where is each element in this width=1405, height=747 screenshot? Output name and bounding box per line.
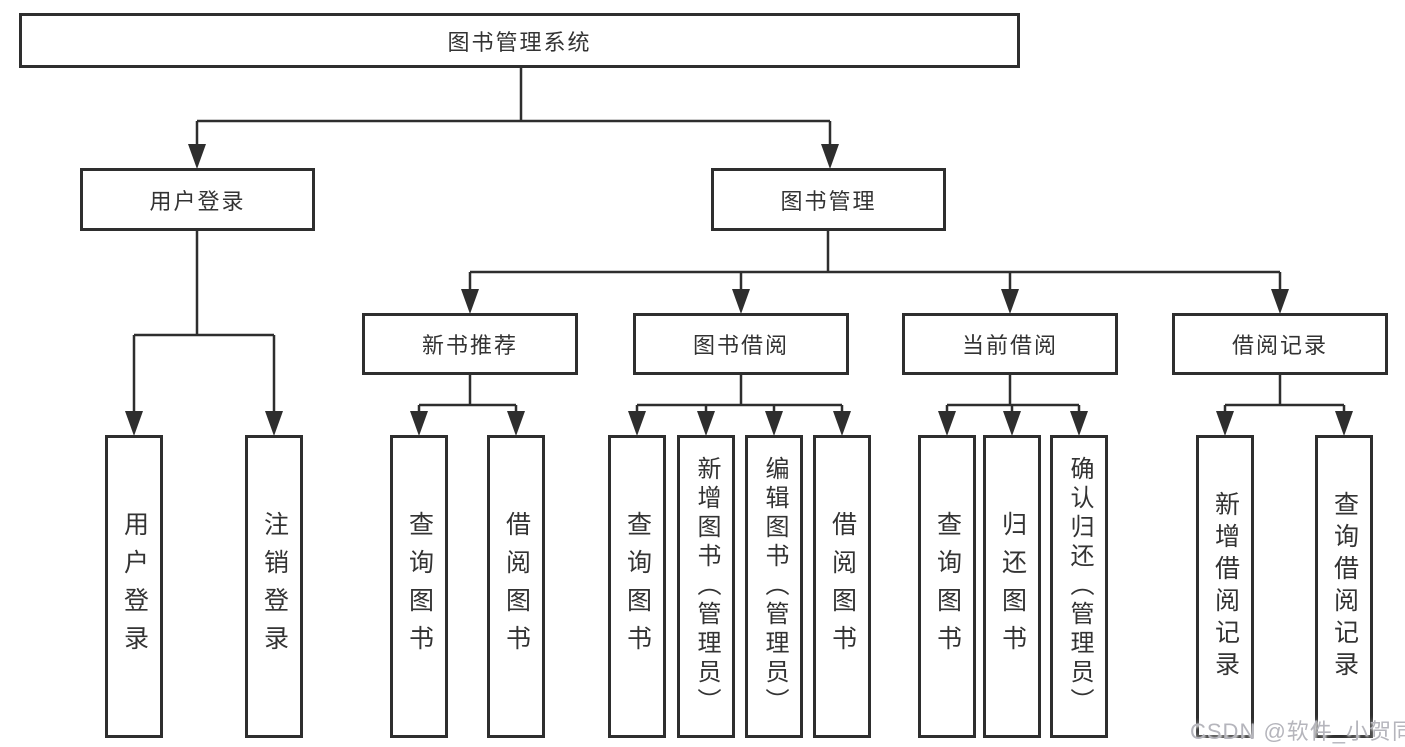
- node-label: 查询借阅记录: [1330, 490, 1359, 683]
- node-label: 编辑图书（管理员）: [761, 456, 788, 717]
- node-leaf-query-books-borrow: 查询图书: [608, 435, 666, 738]
- node-label: 当前借阅: [961, 333, 1058, 358]
- edges-root-to-level2: [188, 67, 839, 169]
- node-borrowing-records: 借阅记录: [1172, 313, 1388, 375]
- node-leaf-logout: 注销登录: [245, 435, 303, 738]
- edges-new-book-children: [410, 375, 525, 436]
- edges-book-borrow-children: [628, 375, 851, 436]
- node-leaf-confirm-return-admin: 确认归还（管理员）: [1050, 435, 1108, 738]
- node-label: 新书推荐: [421, 333, 518, 358]
- node-user-login: 用户登录: [80, 168, 315, 231]
- node-leaf-add-borrow-record: 新增借阅记录: [1196, 435, 1254, 738]
- node-label: 借阅记录: [1231, 333, 1328, 358]
- node-new-book-recommend: 新书推荐: [362, 313, 578, 375]
- node-leaf-user-login: 用户登录: [105, 435, 163, 738]
- edges-user-login-children: [125, 231, 283, 436]
- edges-book-management-children: [461, 231, 1289, 314]
- csdn-watermark: CSDN @软件_小贺同学: [1190, 719, 1405, 744]
- node-label: 新增图书（管理员）: [693, 456, 720, 717]
- node-label: 用户登录: [120, 510, 149, 663]
- node-current-borrowing: 当前借阅: [902, 313, 1118, 375]
- node-label: 新增借阅记录: [1211, 490, 1240, 683]
- edges-current-borrow-children: [938, 375, 1088, 436]
- node-leaf-borrow-books-recommend: 借阅图书: [487, 435, 545, 738]
- node-label: 图书借阅: [692, 333, 789, 358]
- node-leaf-query-books-current: 查询图书: [918, 435, 976, 738]
- node-label: 借阅图书: [828, 510, 857, 663]
- node-label: 注销登录: [260, 510, 289, 663]
- node-label: 确认归还（管理员）: [1066, 456, 1093, 717]
- node-label: 查询图书: [405, 510, 434, 663]
- node-leaf-edit-books-admin: 编辑图书（管理员）: [745, 435, 803, 738]
- node-leaf-query-borrow-record: 查询借阅记录: [1315, 435, 1373, 738]
- node-label: 图书管理: [780, 188, 877, 214]
- node-book-borrowing: 图书借阅: [633, 313, 849, 375]
- node-library-management-system: 图书管理系统: [19, 13, 1020, 68]
- node-label: 查询图书: [933, 510, 962, 663]
- edges-borrow-records-children: [1216, 375, 1353, 436]
- node-label: 用户登录: [149, 188, 246, 214]
- node-leaf-add-books-admin: 新增图书（管理员）: [677, 435, 735, 738]
- node-label: 借阅图书: [502, 510, 531, 663]
- node-book-management: 图书管理: [711, 168, 946, 231]
- node-leaf-query-books-recommend: 查询图书: [390, 435, 448, 738]
- node-label: 图书管理系统: [447, 29, 592, 55]
- node-leaf-return-books: 归还图书: [983, 435, 1041, 738]
- node-label: 查询图书: [623, 510, 652, 663]
- node-label: 归还图书: [998, 510, 1027, 663]
- node-leaf-borrow-books: 借阅图书: [813, 435, 871, 738]
